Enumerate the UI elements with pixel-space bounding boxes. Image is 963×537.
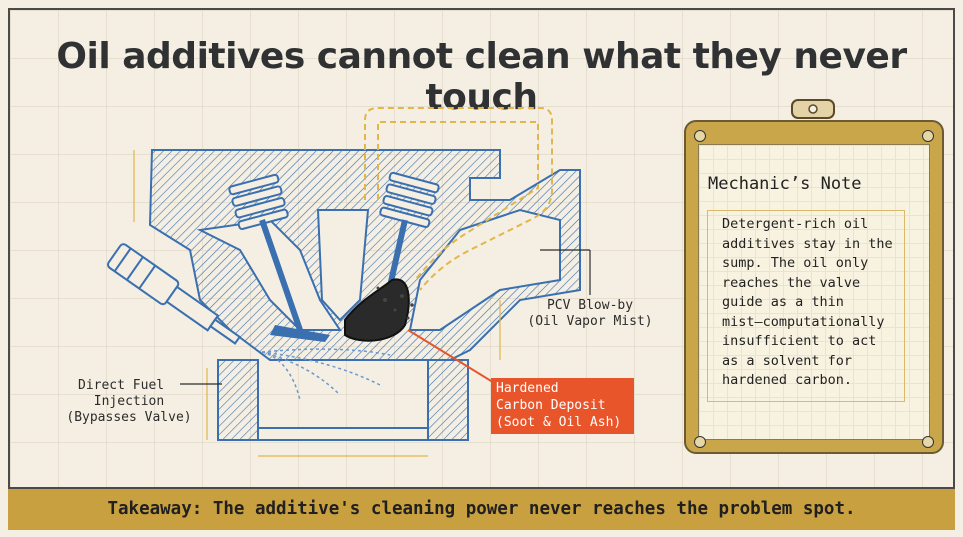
intake-port [196, 218, 342, 331]
pcv-label-line2: (Oil Vapor Mist) [527, 314, 653, 329]
cylinder-walls [217, 359, 469, 441]
carbon-deposit [344, 278, 410, 342]
intake-valve-spring [228, 173, 289, 230]
takeaway-banner: Takeaway: The additive's cleaning power … [8, 487, 955, 530]
dimension-lines [133, 150, 501, 457]
intake-valve-head [270, 325, 330, 342]
screw-icon [922, 130, 934, 142]
note-line: guide as a thin [722, 294, 844, 310]
injection-label-line1: Direct Fuel [78, 378, 165, 393]
fuel-injector [107, 243, 242, 345]
note-line: Detergent-rich oil [722, 216, 869, 232]
mechanics-note-clipboard: Mechanic’s Note Detergent-rich oil addit… [684, 120, 944, 454]
note-line: reaches the valve [722, 274, 861, 291]
note-line: mist—computationally [722, 313, 885, 330]
deposit-label-line3: (Soot & Oil Ash) [496, 415, 622, 430]
leader-lines [180, 249, 591, 385]
exhaust-port [408, 208, 561, 331]
note-line: hardened carbon. [722, 372, 853, 388]
piston-top [257, 427, 429, 441]
screw-icon [694, 436, 706, 448]
injection-label-line2: Injection [93, 394, 165, 409]
note-line: as a solvent for [722, 352, 853, 369]
screw-icon [922, 436, 934, 448]
soot-speckles [376, 286, 414, 320]
intake-valve-stem [259, 219, 303, 331]
page-title: Oil additives cannot clean what they nev… [56, 36, 907, 118]
carbon-deposit-callout: Hardened Carbon Deposit (Soot & Oil Ash) [491, 378, 634, 434]
deposit-label-line2: Carbon Deposit [496, 398, 606, 413]
center-chamber [316, 209, 370, 322]
injection-label: Direct Fuel Injection (Bypasses Valve) [54, 378, 204, 426]
note-line: additives stay in the [722, 235, 893, 252]
fuel-spray [261, 348, 391, 401]
deposit-leader-line [407, 329, 497, 385]
note-paper [698, 144, 930, 440]
pcv-label: PCV Blow-by (Oil Vapor Mist) [520, 298, 660, 330]
note-line: insufficient to act [722, 333, 877, 349]
pcv-vapor-path [364, 107, 553, 291]
note-line: sump. The oil only [722, 255, 869, 271]
screw-icon [694, 130, 706, 142]
pcv-label-line1: PCV Blow-by [546, 298, 634, 313]
deposit-label-line1: Hardened [496, 381, 559, 396]
injection-label-line3: (Bypasses Valve) [66, 410, 192, 425]
note-body: Detergent-rich oil additives stay in the… [707, 210, 905, 402]
exhaust-valve-spring [379, 171, 440, 228]
note-title: Mechanic’s Note [708, 174, 862, 194]
